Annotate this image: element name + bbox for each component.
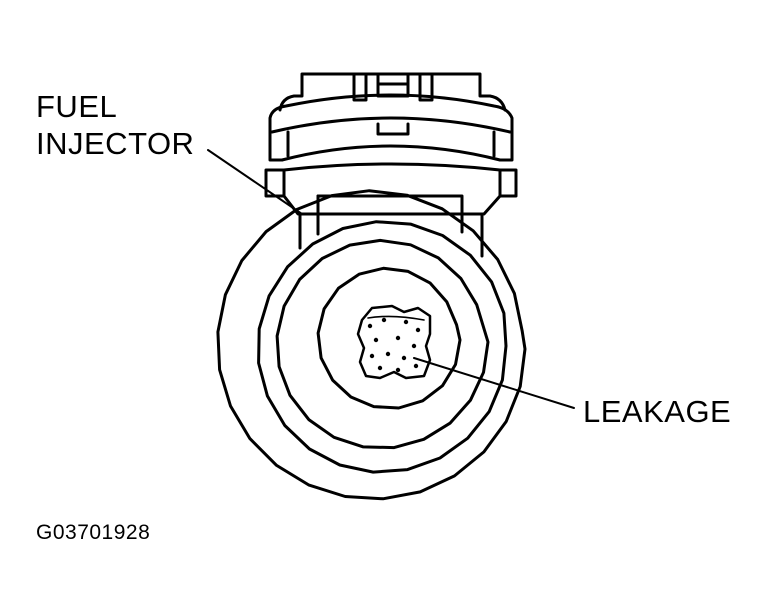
connector-housing <box>264 72 518 258</box>
injector-rim-inner <box>257 220 508 474</box>
leakage-leader-line <box>413 357 575 409</box>
injector-outer-ring <box>216 189 527 501</box>
fuel-injector-label-line2: INJECTOR <box>36 126 195 161</box>
figure-id: G03701928 <box>36 521 151 544</box>
injector-face-ring <box>275 238 490 450</box>
injector-inner-face <box>316 266 462 410</box>
nozzle-tip <box>356 304 432 380</box>
fuel-injector-leader-line <box>207 149 303 215</box>
fuel-injector-label: FUEL INJECTOR <box>36 88 194 162</box>
leakage-dots <box>367 317 421 373</box>
leakage-label: LEAKAGE <box>583 394 732 429</box>
fuel-injector-label-line1: FUEL <box>36 89 118 124</box>
nozzle-tip-edge <box>367 315 425 321</box>
